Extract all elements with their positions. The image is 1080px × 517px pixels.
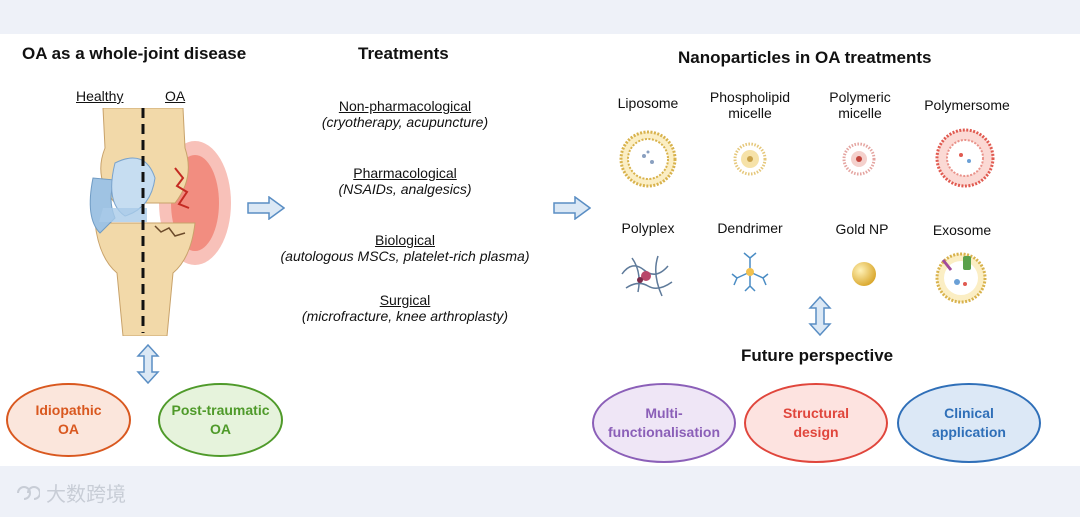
treatment-name: Pharmacological: [353, 165, 457, 181]
liposome-icon: [619, 130, 677, 188]
treatment-name: Non-pharmacological: [338, 98, 472, 114]
watermark: 大数跨境: [14, 478, 126, 507]
phospholipid-micelle-icon: [733, 142, 767, 176]
multi-functionalisation-oval: Multi- functionalisation: [592, 383, 736, 463]
treatment-item: Surgical (microfracture, knee arthroplas…: [255, 292, 555, 324]
future-perspective-title: Future perspective: [741, 346, 894, 365]
post-traumatic-oa-label: Post-traumatic OA: [171, 402, 270, 437]
treatment-desc: (autologous MSCs, platelet-rich plasma): [280, 248, 530, 264]
treatment-desc: (cryotherapy, acupuncture): [321, 114, 489, 130]
gold-np-label: Gold NP: [835, 221, 889, 237]
arrow-to-treatments: [247, 196, 285, 220]
polymersome-icon: [935, 128, 995, 188]
healthy-label: Healthy: [76, 88, 124, 104]
watermark-text: 大数跨境: [46, 484, 126, 506]
idiopathic-oa-oval: Idiopathic OA: [6, 383, 131, 457]
structural-design-label: Structural design: [782, 405, 850, 440]
polymeric-micelle-label: Polymeric micelle: [829, 89, 891, 121]
exosome-icon: [935, 252, 987, 304]
treatment-name: Surgical: [379, 292, 431, 308]
treatments-title: Treatments: [358, 44, 449, 63]
liposome-label: Liposome: [617, 95, 679, 111]
oa-label: OA: [165, 88, 186, 104]
treatment-item: Biological (autologous MSCs, platelet-ri…: [255, 232, 555, 264]
left-title: OA as a whole-joint disease: [22, 44, 247, 63]
treatment-list: Non-pharmacological (cryotherapy, acupun…: [255, 98, 555, 130]
clinical-application-label: Clinical application: [932, 405, 1006, 440]
treatment-name: Biological: [375, 232, 435, 248]
polymersome-label: Polymersome: [924, 97, 1010, 113]
watermark-logo-icon: [17, 485, 40, 500]
polyplex-label: Polyplex: [621, 220, 675, 236]
phospholipid-micelle-label: Phospholipid micelle: [709, 89, 791, 121]
treatment-desc: (microfracture, knee arthroplasty): [301, 308, 509, 324]
nanoparticles-title: Nanoparticles in OA treatments: [678, 48, 932, 67]
clinical-application-oval: Clinical application: [897, 383, 1041, 463]
polyplex-icon: [621, 255, 673, 297]
dendrimer-label: Dendrimer: [717, 220, 783, 236]
idiopathic-oa-label: Idiopathic OA: [35, 402, 102, 437]
polymeric-micelle-icon: [842, 142, 876, 176]
arrow-to-nanoparticles: [553, 196, 591, 220]
dendrimer-icon: [731, 252, 769, 292]
post-traumatic-oa-oval: Post-traumatic OA: [158, 383, 283, 457]
gold-np-icon: [852, 262, 876, 286]
right-double-arrow: [808, 296, 832, 336]
exosome-label: Exosome: [932, 222, 992, 238]
multi-functionalisation-label: Multi- functionalisation: [608, 405, 720, 440]
left-double-arrow: [136, 344, 160, 384]
structural-design-oval: Structural design: [744, 383, 888, 463]
treatment-item: Pharmacological (NSAIDs, analgesics): [255, 165, 555, 197]
knee-joint-illustration: [89, 108, 231, 336]
treatment-desc: (NSAIDs, analgesics): [338, 181, 472, 197]
